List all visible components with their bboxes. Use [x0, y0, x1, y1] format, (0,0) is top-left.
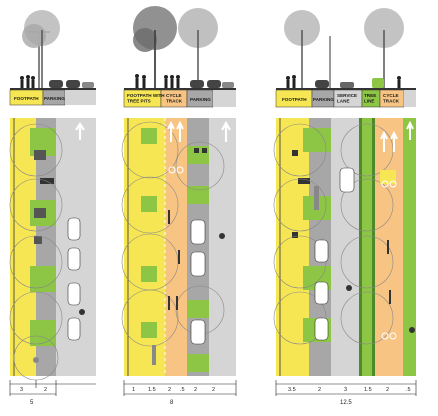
svg-text:5: 5 — [30, 400, 34, 406]
plan-view-1 — [9, 118, 96, 381]
panel-1: FOOTPATH PARKING — [9, 10, 96, 406]
traffic-arrow — [75, 122, 85, 140]
label-footpath: FOOTPATH — [14, 96, 39, 101]
svg-text:2: 2 — [194, 387, 197, 393]
dimensions-3: 3.5 2 3 1.5 2 .5 12.5 — [275, 380, 417, 406]
svg-text:2: 2 — [168, 387, 171, 393]
label-footpath-3: FOOTPATH — [282, 97, 307, 102]
bicycle-icon — [168, 166, 184, 174]
car-icon — [49, 80, 94, 88]
plan-view-2 — [121, 118, 236, 376]
svg-text:3: 3 — [20, 387, 23, 393]
svg-text:2: 2 — [386, 387, 389, 393]
section-elevation-1: FOOTPATH PARKING — [9, 10, 96, 106]
svg-text:1.5: 1.5 — [148, 387, 156, 393]
svg-text:.5: .5 — [180, 387, 185, 393]
parked-car-icon — [67, 217, 81, 341]
label-parking-3: PARKING — [313, 97, 334, 102]
svg-text:2: 2 — [212, 387, 215, 393]
svg-text:3: 3 — [344, 387, 347, 393]
svg-text:2: 2 — [318, 387, 321, 393]
svg-text:1: 1 — [132, 387, 135, 393]
svg-text:1.5: 1.5 — [364, 387, 372, 393]
svg-text:.5: .5 — [406, 387, 411, 393]
label-parking-2: PARKING — [190, 97, 211, 102]
dimensions-1: 3 2 5 — [9, 380, 96, 406]
svg-text:12.5: 12.5 — [340, 400, 352, 406]
dimensions-2: 1 1.5 2 .5 2 2 8 — [123, 380, 237, 406]
plan-view-3 — [273, 118, 416, 376]
svg-text:8: 8 — [170, 400, 174, 406]
pedestrian-icon — [20, 75, 35, 88]
svg-text:2: 2 — [44, 387, 47, 393]
label-parking: PARKING — [44, 96, 65, 101]
svg-text:3.5: 3.5 — [288, 387, 296, 393]
